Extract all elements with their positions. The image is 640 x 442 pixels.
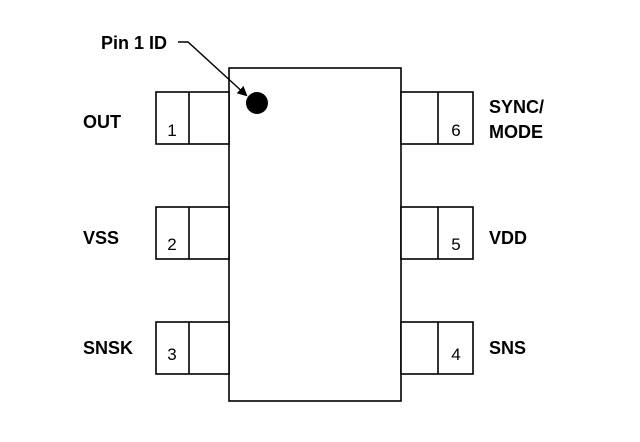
- pin-2-name: VSS: [83, 228, 119, 248]
- pin1-id-dot: [246, 92, 268, 114]
- pin-4-number: 4: [451, 345, 460, 364]
- pin1-id-leader-arrow: [178, 41, 248, 97]
- pin-6-number: 6: [451, 121, 460, 140]
- pin-1-name: OUT: [83, 112, 121, 132]
- pin-6-lead: [400, 91, 474, 145]
- pin-3: 3: [155, 321, 230, 375]
- pin-6: 6: [400, 91, 474, 145]
- package-body: [228, 67, 402, 402]
- pin-3-number: 3: [167, 345, 176, 364]
- pin-2-number: 2: [167, 235, 176, 254]
- pin-1-number: 1: [167, 121, 176, 140]
- pin-5-name: VDD: [489, 228, 527, 248]
- pin-4: 4: [400, 321, 474, 375]
- pin-5: 5: [400, 206, 474, 260]
- pin-3-lead: [155, 321, 230, 375]
- pin-2-lead: [155, 206, 230, 260]
- pin-6-name-line1: SYNC/: [489, 97, 544, 117]
- pin-5-lead: [400, 206, 474, 260]
- pin-5-number: 5: [451, 235, 460, 254]
- pin-4-name: SNS: [489, 338, 526, 358]
- pin-1-lead: [155, 91, 230, 145]
- pin-2: 2: [155, 206, 230, 260]
- pin-6-name-line2: MODE: [489, 122, 543, 142]
- pin1-id-label: Pin 1 ID: [101, 33, 167, 53]
- pin-1: 1: [155, 91, 230, 145]
- pin-4-lead: [400, 321, 474, 375]
- pin-3-name: SNSK: [83, 338, 133, 358]
